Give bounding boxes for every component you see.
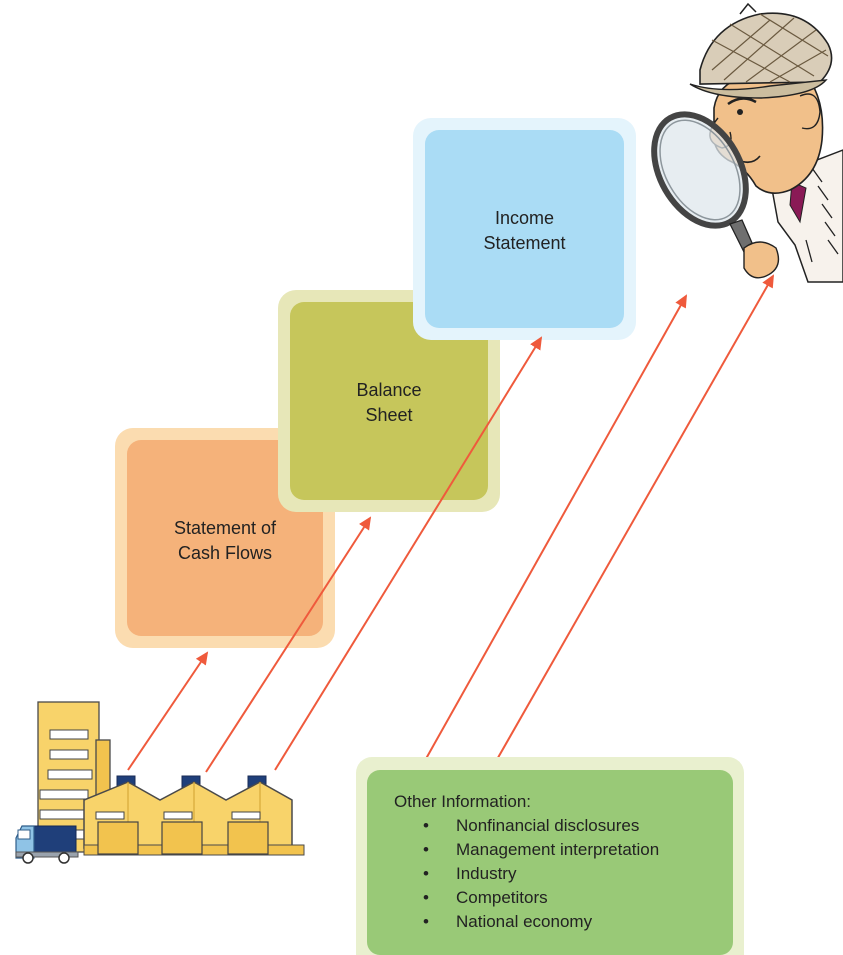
balance-sheet-label: Balance Sheet [278, 378, 500, 428]
list-item: Competitors [412, 886, 659, 910]
other-information-title: Other Information: [394, 792, 532, 811]
arrow-factory-to-income-statement [274, 336, 543, 771]
arrow-other-info-to-analyst-1 [399, 294, 687, 806]
balance-sheet-label-line1: Balance [356, 380, 422, 400]
income-statement-label-line2: Statement [483, 233, 566, 253]
list-item: Nonfinancial disclosures [412, 814, 659, 838]
cash-flows-label-line2: Cash Flows [177, 543, 273, 563]
list-item: Industry [412, 862, 659, 886]
other-information-list: Nonfinancial disclosures Management inte… [412, 814, 659, 934]
list-item: Management interpretation [412, 838, 659, 862]
balance-sheet-label-line2: Sheet [365, 405, 413, 425]
income-statement-label: Income Statement [413, 206, 636, 256]
arrow-other-info-to-analyst-2 [470, 274, 774, 806]
income-statement-box: Income Statement [413, 118, 636, 340]
income-statement-label-line1: Income [494, 208, 555, 228]
arrow-factory-to-balance-sheet [205, 516, 372, 773]
cash-flows-label: Statement of Cash Flows [115, 516, 335, 566]
arrow-factory-to-cash-flows [127, 651, 209, 771]
balance-sheet-box: Balance Sheet [278, 290, 500, 512]
income-statement-box-inner [425, 130, 624, 328]
list-item: National economy [412, 910, 659, 934]
cash-flows-label-line1: Statement of [173, 518, 277, 538]
